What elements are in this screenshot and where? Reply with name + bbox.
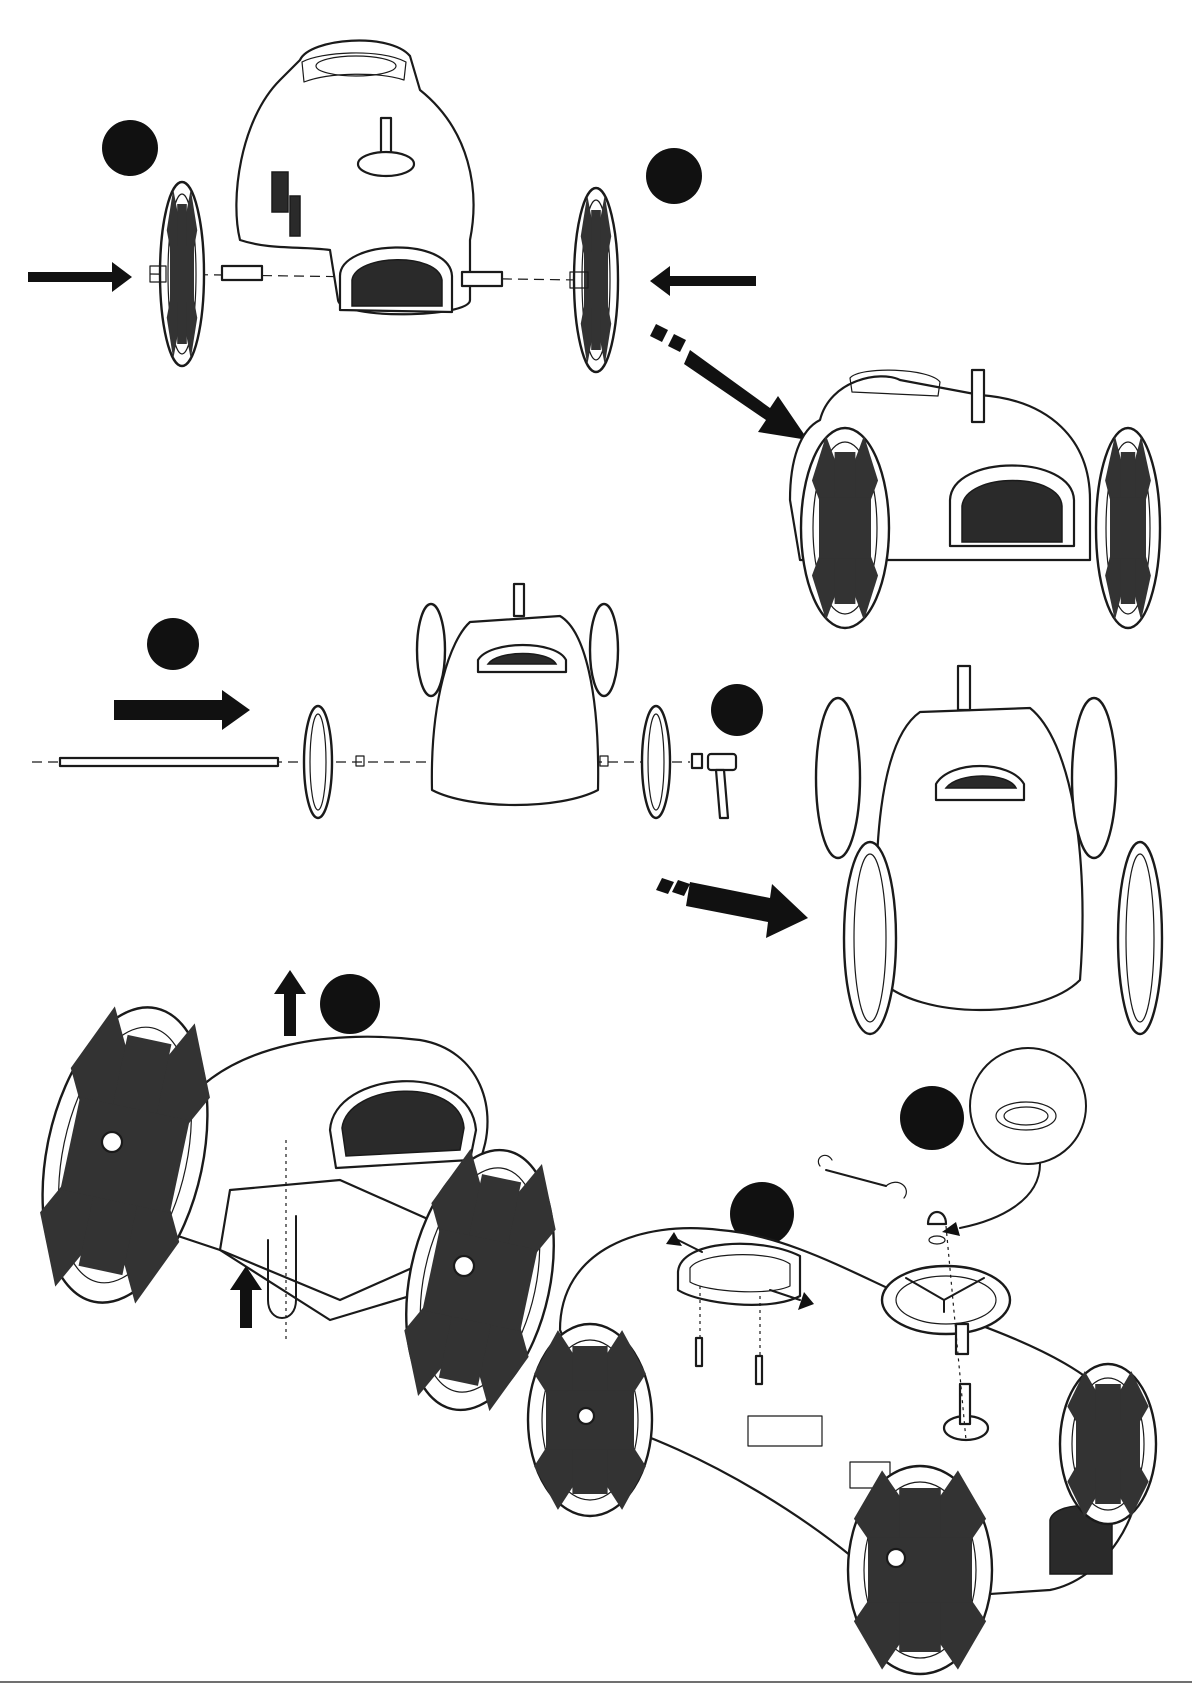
axle-stub-left (222, 266, 262, 280)
car-body-rear-view (417, 584, 618, 805)
detail-callout-washer (942, 1048, 1086, 1236)
seat-screw (696, 1338, 702, 1366)
wheel-rear-left (528, 1324, 652, 1516)
rear-wheel-right (1118, 842, 1162, 1034)
wheel-front-right (1060, 1364, 1156, 1524)
arrow-insert-left (28, 262, 132, 292)
step-marker-3 (320, 974, 380, 1034)
arrow-handle-up-top (274, 970, 306, 1036)
arrow-next-step-1 (650, 324, 808, 440)
arrow-insert-right (650, 266, 756, 296)
step-2-rear-axle (32, 584, 808, 938)
wheel-front-left (848, 1466, 992, 1674)
front-wheel-left (417, 604, 445, 696)
step-marker-1b (646, 148, 702, 204)
step-3-underside-handle (18, 970, 576, 1424)
front-grille (962, 481, 1062, 543)
rear-wheel-left (844, 842, 896, 1034)
arrow-next-step-2 (656, 878, 808, 938)
rear-axle-rod (60, 758, 278, 766)
front-wheel-left (816, 698, 860, 858)
front-wheel-right (590, 604, 618, 696)
steering-post (958, 666, 970, 710)
step-marker-2a (147, 618, 199, 670)
steering-column (956, 1324, 968, 1354)
seat-screw (756, 1356, 762, 1384)
rear-wheel-right (642, 706, 670, 818)
seat (678, 1244, 800, 1305)
front-grille (352, 260, 442, 306)
left-wheel (801, 428, 889, 628)
arrow-axle-direction (114, 690, 250, 730)
result-1-assembled-front (790, 370, 1160, 628)
axle-stub-right (462, 272, 502, 286)
step-1-front-wheels (28, 41, 808, 440)
arrow-handle-up-bottom (230, 1266, 262, 1328)
right-wheel (1096, 428, 1160, 628)
front-wheel-right (1072, 698, 1116, 858)
step-marker-4a (900, 1086, 964, 1150)
result-2-assembled-rear (816, 666, 1162, 1034)
underside-wheel-left (18, 992, 233, 1318)
car-body-front-view (236, 41, 473, 315)
step-4-seat-and-steering (528, 1048, 1156, 1674)
cap-nut (928, 1212, 946, 1244)
rear-wheel-left (304, 706, 332, 818)
steering-mount-plate (358, 152, 414, 176)
axle-cap (692, 754, 702, 768)
wrench-icon (818, 1155, 906, 1198)
steering-post (514, 584, 524, 616)
step-marker-2b (711, 684, 763, 736)
step-marker-1a (102, 120, 158, 176)
right-front-wheel (570, 188, 618, 372)
steering-post (972, 370, 984, 422)
hammer-icon (708, 754, 736, 818)
